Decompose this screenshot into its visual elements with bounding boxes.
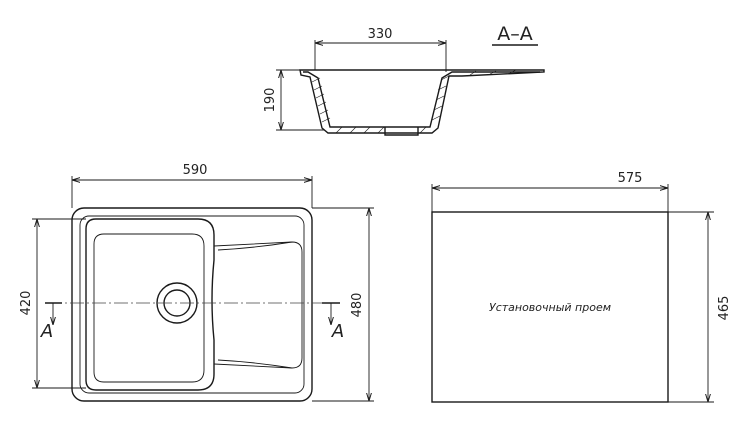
dim-330-text: 330 xyxy=(368,27,393,42)
dim-480-text: 480 xyxy=(350,293,365,318)
dim-590-text: 590 xyxy=(183,163,208,178)
section-drain xyxy=(384,127,419,136)
plan-view: 590 A A 420 480 xyxy=(19,163,374,402)
cutout-view: 575 Установочный проем 465 xyxy=(431,171,732,403)
sink-bowl-inner xyxy=(93,233,205,383)
dim-575-text: 575 xyxy=(618,171,643,186)
dim-465-text: 465 xyxy=(717,296,732,321)
sink-outer-rim xyxy=(71,207,313,402)
section-view: A–A 330 190 xyxy=(263,23,545,136)
section-outer-profile xyxy=(299,69,545,134)
cutout-label: Установочный проем xyxy=(489,301,611,314)
drainboard-top-edge xyxy=(217,241,293,251)
sink-drainboard xyxy=(213,241,303,369)
section-mark-left-text: A xyxy=(40,321,53,342)
dim-190-text: 190 xyxy=(263,88,278,113)
section-mark-right-text: A xyxy=(331,321,344,342)
section-hatching xyxy=(311,69,517,134)
cutout-rect xyxy=(431,211,669,403)
sink-inner-rim xyxy=(79,215,305,394)
drainboard-bottom-edge xyxy=(217,359,293,369)
sink-bowl-outer xyxy=(85,218,215,391)
dim-420-text: 420 xyxy=(19,291,34,316)
section-title: A–A xyxy=(497,23,533,45)
section-inner-profile xyxy=(303,71,540,128)
